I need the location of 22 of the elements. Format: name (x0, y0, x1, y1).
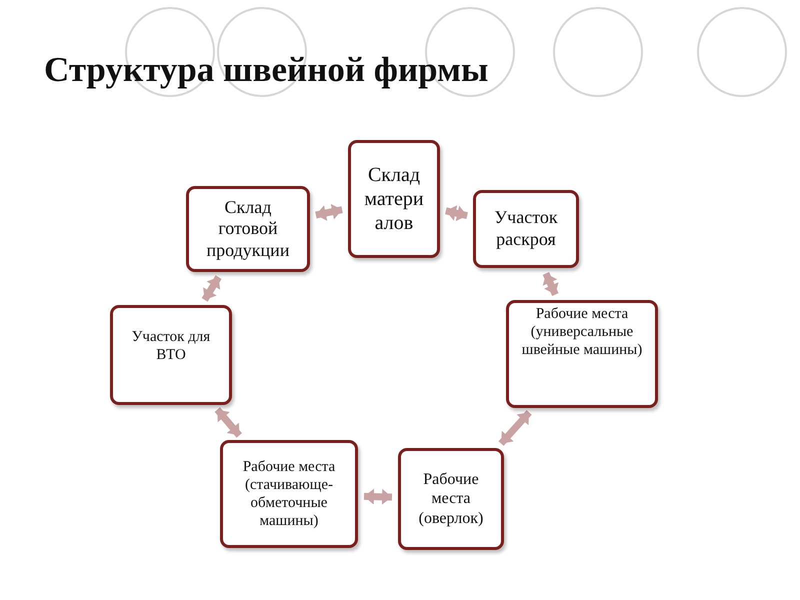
process-box (220, 440, 358, 548)
double-arrow (315, 204, 343, 221)
process-box (110, 305, 232, 405)
double-arrow (445, 205, 468, 222)
box-label: Рабочие места (стачивающе-обметочные машины) (242, 458, 336, 530)
process-box (506, 300, 658, 408)
process-box (473, 190, 579, 268)
double-arrow (364, 488, 392, 505)
box-label: Склад готовой продукции (206, 196, 290, 262)
box-label: Рабочие места (универсальные швейные машины) (520, 305, 644, 359)
double-arrow (542, 272, 559, 296)
double-arrow (498, 410, 532, 446)
process-box (398, 448, 504, 550)
box-label: Рабочие места (оверлок) (418, 470, 484, 528)
box-label: Участок для ВТО (130, 328, 212, 364)
box-label: Участок раскроя (493, 207, 559, 251)
process-box (186, 186, 310, 272)
double-arrow (202, 275, 222, 302)
double-arrow (214, 407, 242, 438)
process-box (348, 140, 440, 258)
box-label: Склад матери алов (363, 163, 425, 235)
title: Структура швейной фирмы (44, 50, 488, 90)
